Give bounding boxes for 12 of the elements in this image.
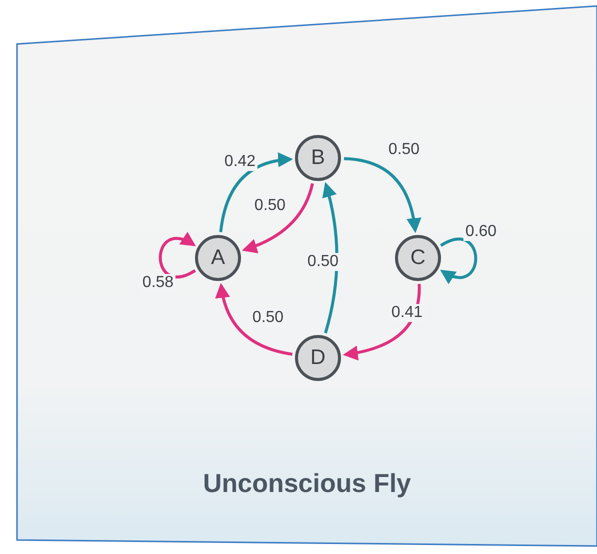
transition-arrow (219, 152, 294, 232)
transition-arrow (440, 238, 478, 284)
transition-arrow (344, 157, 421, 234)
edge-label: 0.41 (389, 304, 425, 322)
edge-label: 0.42 (222, 153, 258, 171)
transition-arrow (158, 232, 196, 278)
transition-arrow (216, 282, 293, 356)
edge-label: 0.60 (463, 223, 499, 241)
transition-arrow (322, 182, 338, 334)
transition-arrow (242, 183, 314, 253)
diagram-title: Unconscious Fly (202, 468, 412, 499)
edge-label: 0.50 (305, 253, 341, 271)
